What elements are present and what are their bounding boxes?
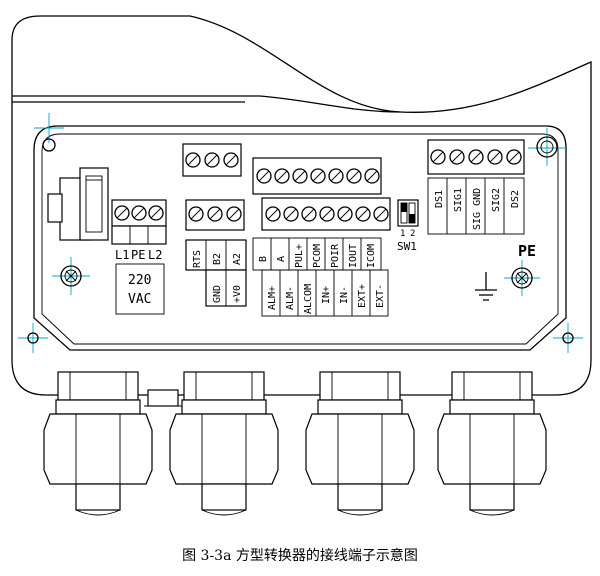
rs485-top-terminal-block	[182, 143, 242, 177]
cable-gland-1	[43, 371, 153, 516]
label-alm-minus: ALM-	[285, 286, 296, 310]
label-pul-plus: PUL+	[294, 244, 305, 268]
label-alm-plus: ALM+	[267, 286, 278, 310]
label-poir: POIR	[330, 243, 341, 268]
label-alcom: ALCOM	[303, 284, 314, 314]
label-sw1: SW1	[397, 240, 417, 253]
label-sw-2: 2	[410, 229, 415, 239]
label-in-plus: IN+	[321, 286, 332, 304]
label-gnd: GND	[212, 285, 223, 303]
sensor-terminal-block	[427, 139, 525, 235]
voltage-line-2: VAC	[128, 292, 151, 307]
signal-upper-terminal-block	[252, 157, 382, 195]
power-terminal-block	[111, 199, 167, 245]
label-icom: ICOM	[366, 244, 377, 268]
label-a: A	[276, 256, 287, 262]
figure-caption: 图 3-3a 方型转换器的接线端子示意图	[182, 548, 418, 564]
cable-gland-2	[169, 371, 279, 516]
label-a2: A2	[232, 253, 243, 265]
label-sw-1: 1	[400, 229, 405, 239]
label-iout: IOUT	[348, 244, 359, 268]
label-l1: L1	[115, 248, 129, 262]
label-b2: B2	[212, 253, 223, 265]
label-sig2: SIG2	[491, 188, 502, 212]
voltage-label-box	[115, 263, 165, 315]
label-sig-gnd: SIG GND	[472, 188, 483, 230]
vent-plug	[144, 389, 182, 407]
signal-lower-terminal-block	[261, 197, 391, 231]
label-pe-big: PE	[518, 242, 536, 260]
dip-switch-sw1	[397, 199, 419, 227]
cable-gland-3	[305, 371, 415, 516]
label-ext-minus: EXT-	[375, 284, 386, 308]
label-in-minus: IN-	[339, 286, 350, 304]
label-pcom: PCOM	[312, 244, 323, 268]
ground-screw-left	[60, 265, 82, 287]
label-ds2: DS2	[510, 190, 521, 208]
signal-label-strip-lower	[261, 269, 389, 317]
label-l2: L2	[148, 248, 162, 262]
label-sig1: SIG1	[453, 188, 464, 212]
label-plus-v0: +V0	[232, 285, 243, 303]
rs485-terminal-block	[185, 199, 247, 307]
label-ds1: DS1	[434, 190, 445, 208]
label-pe-small: PE	[131, 248, 145, 262]
ground-symbol	[475, 272, 497, 301]
housing-outline	[11, 15, 592, 396]
fuse-holder	[47, 167, 109, 241]
terminal-board	[33, 125, 567, 351]
label-ext-plus: EXT+	[357, 284, 368, 308]
voltage-line-1: 220	[128, 273, 151, 288]
wiring-terminal-diagram: L1 PE L2 220 VAC RTS B2 A2 GND +V0	[11, 15, 592, 516]
label-b: B	[258, 256, 269, 262]
pe-ground-screw	[511, 267, 533, 289]
label-rts: RTS	[192, 250, 203, 268]
cable-gland-4	[437, 371, 547, 516]
